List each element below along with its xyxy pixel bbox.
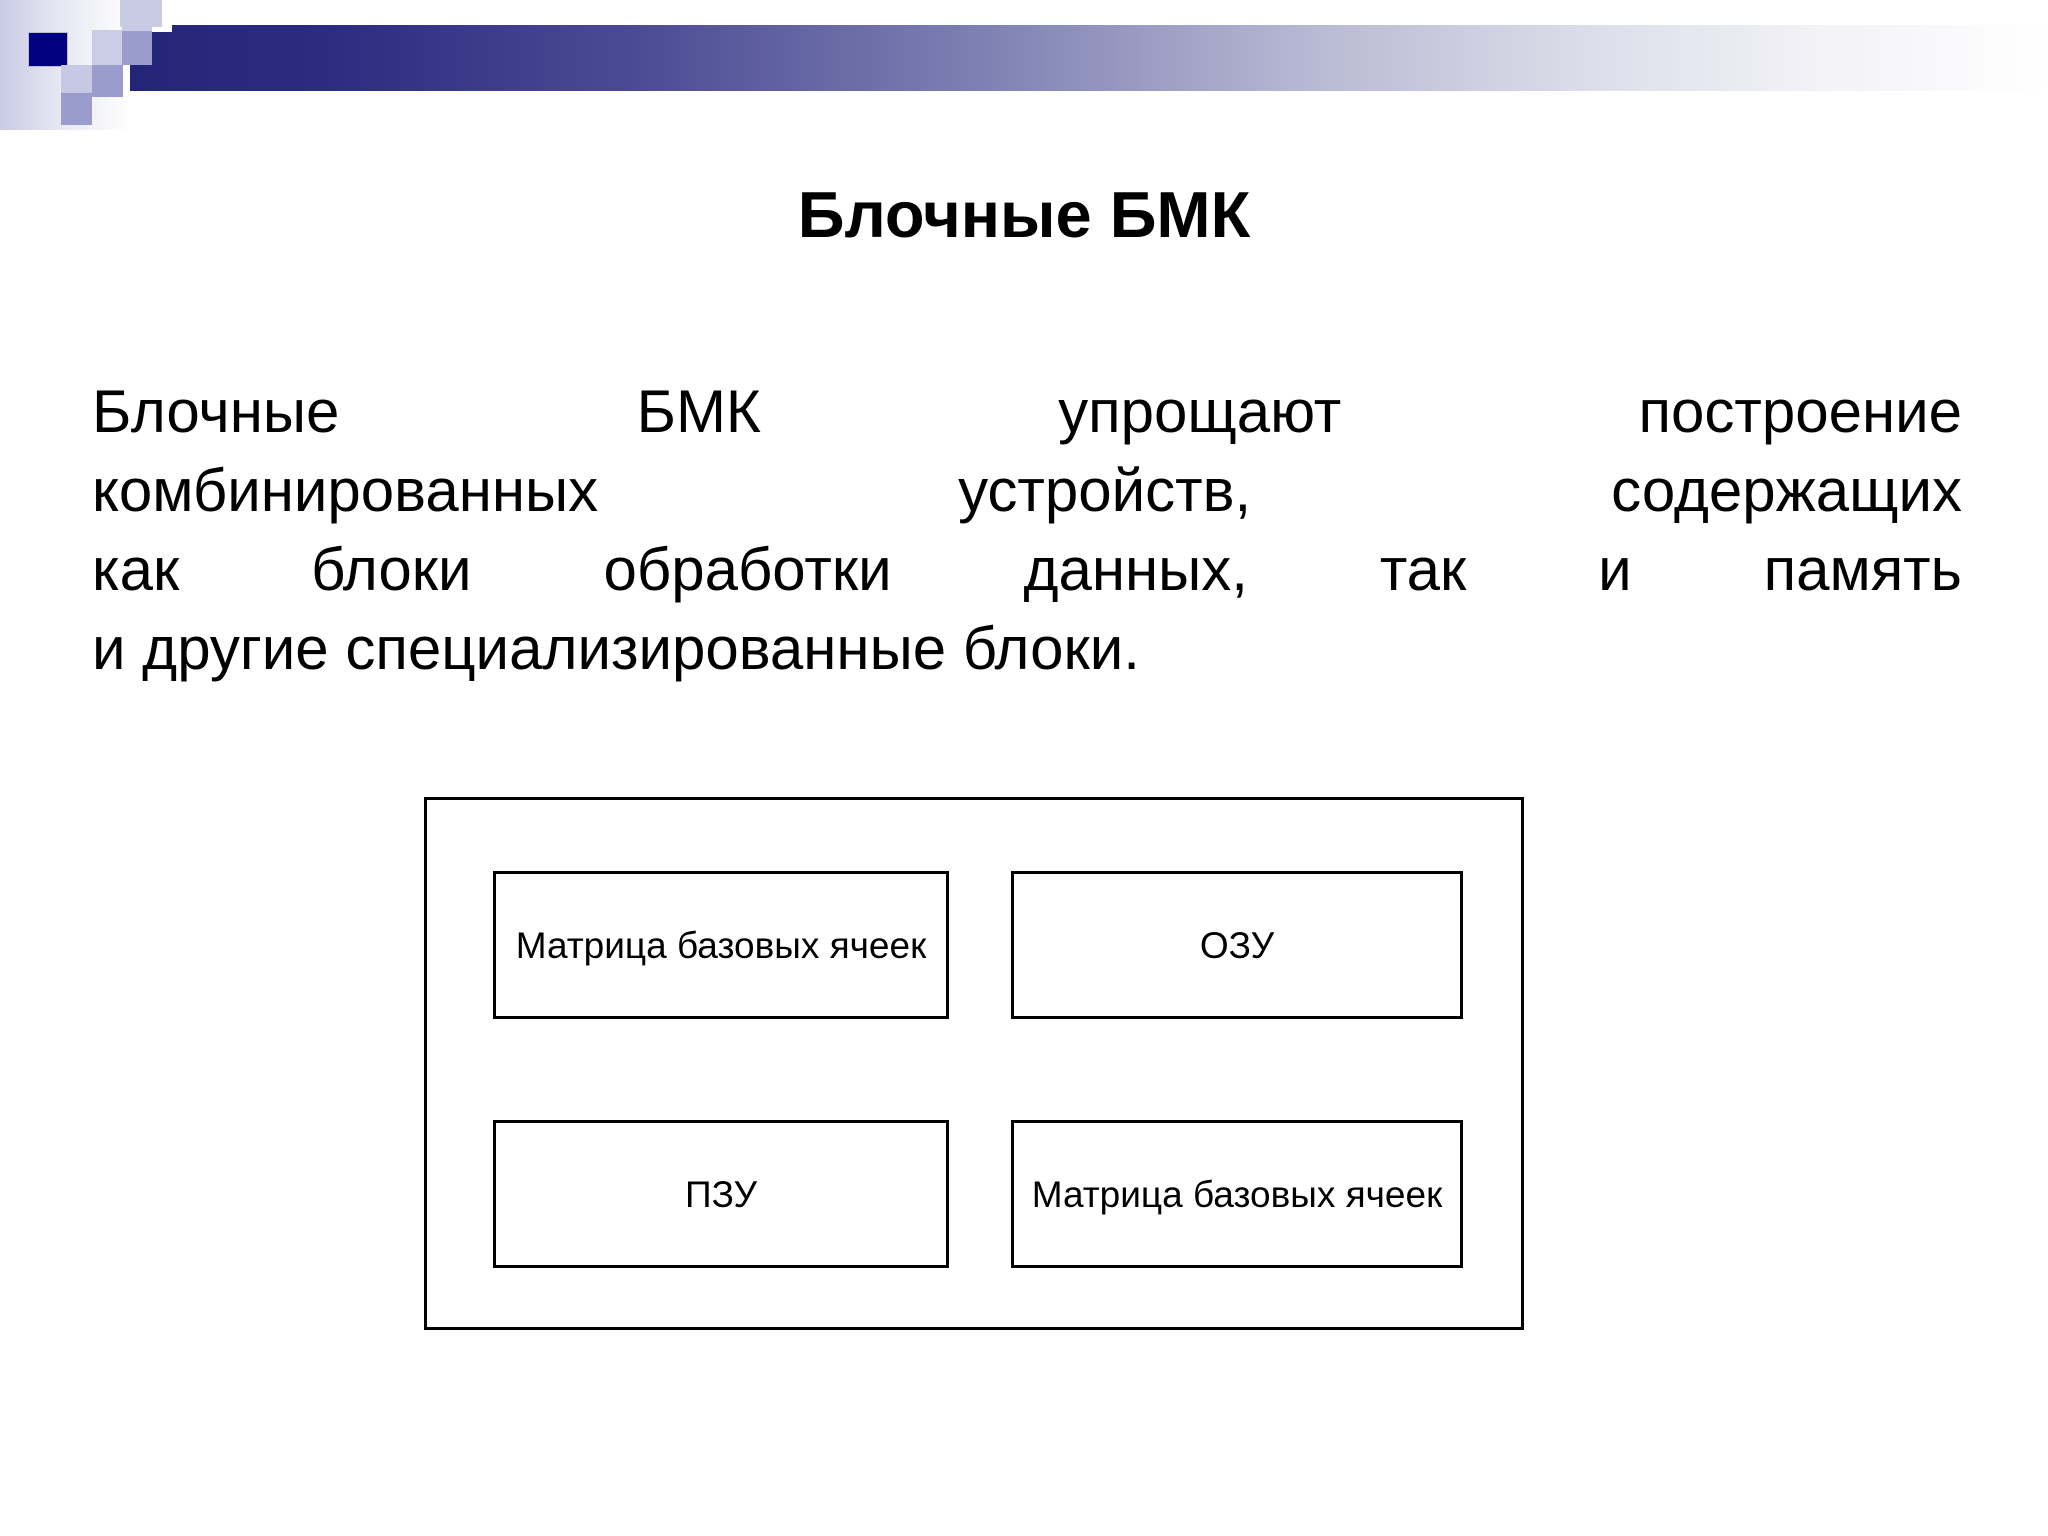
body-line-2: комбинированных устройств, содержащих [92,451,1962,530]
diagram-box-label: ОЗУ [1199,924,1275,966]
body-line-4: и другие специализированные блоки. [92,615,1140,682]
mosaic-square-lower-blue [92,65,123,97]
body-word: обработки [603,536,892,603]
mosaic-square-navy [28,32,68,67]
body-line-1: Блочные БМК упрощают построение [92,372,1962,451]
body-word: устройств, [958,457,1252,524]
mosaic-square-bottom-blue [61,93,92,125]
body-word: содержащих [1611,457,1962,524]
mosaic-square-lower-pale [61,65,92,97]
body-word: память [1763,536,1962,603]
diagram-box-matrix-cells-top-left: Матрица базовых ячеек [493,871,949,1019]
body-line-3: как блоки обработки данных, так и память [92,530,1962,609]
header-decoration [0,0,2048,130]
body-word: так [1379,536,1467,603]
header-gradient-banner [130,25,2048,91]
body-word: блоки [311,536,472,603]
mosaic-square-pale-mid-left [92,30,123,65]
diagram-box-label: ПЗУ [684,1173,758,1215]
bmk-block-diagram: Матрица базовых ячеек ОЗУ ПЗУ Матрица ба… [424,797,1524,1330]
body-word: и [1598,536,1632,603]
mosaic-square-top-pale-stack [122,0,152,31]
body-word: упрощают [1058,378,1342,445]
diagram-box-label: Матрица базовых ячеек [1031,1173,1443,1215]
diagram-box-ozu: ОЗУ [1011,871,1463,1019]
diagram-box-pzu: ПЗУ [493,1120,949,1268]
body-word: БМК [636,378,761,445]
body-paragraph: Блочные БМК упрощают построение комбинир… [92,372,1962,688]
body-word: данных, [1023,536,1248,603]
diagram-box-label: Матрица базовых ячеек [515,924,927,966]
diagram-box-matrix-cells-bottom-right: Матрица базовых ячеек [1011,1120,1463,1268]
mosaic-square-mid-blue [122,30,152,65]
page-title: Блочные БМК [797,177,1251,251]
body-word: как [92,536,180,603]
body-word: комбинированных [92,457,599,524]
body-word: построение [1638,378,1962,445]
body-word: Блочные [92,378,340,445]
